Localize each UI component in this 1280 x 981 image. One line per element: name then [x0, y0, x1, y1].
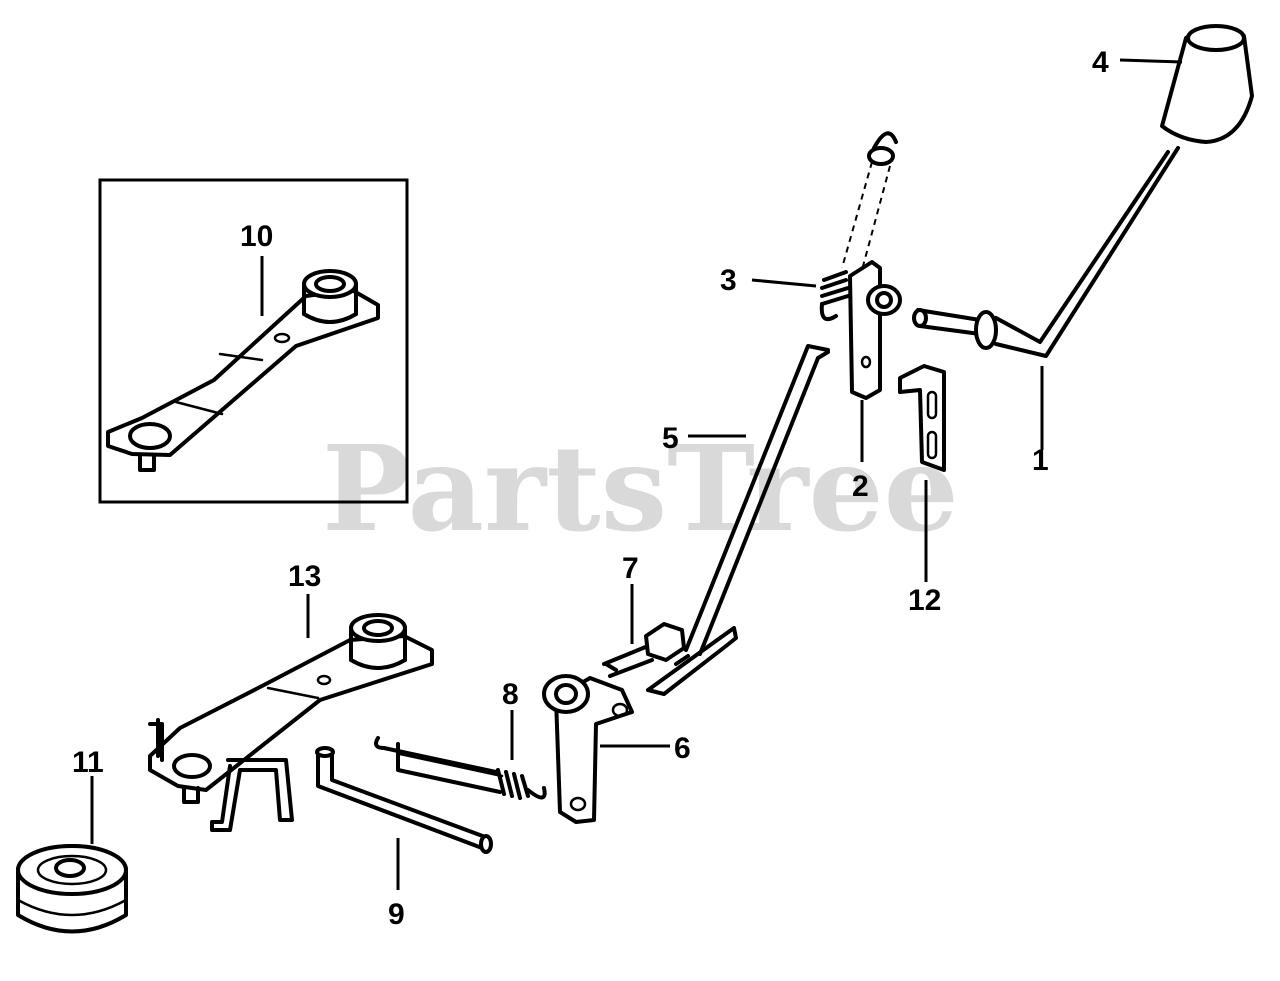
part-13-arm: [148, 613, 434, 832]
part-7-bolt: [602, 622, 738, 696]
callout-8: 8: [502, 678, 519, 711]
part-5-rod: [684, 344, 830, 656]
callout-6: 6: [674, 732, 691, 765]
part-8-spring: [374, 736, 547, 800]
part-2-bracket: [848, 260, 902, 400]
part-6-crank: [542, 674, 634, 824]
part-3-spring: [819, 131, 898, 321]
callout-9: 9: [388, 898, 405, 931]
part-9-rod: [315, 746, 493, 854]
callout-3: 3: [720, 264, 737, 297]
callout-13: 13: [288, 560, 321, 593]
part-10-arm: [106, 269, 380, 472]
part-12-clip: [898, 364, 946, 472]
part-4-knob: [1160, 24, 1254, 144]
part-11-pulley: [16, 844, 128, 934]
watermark: PartsTree: [322, 419, 959, 558]
callout-4: 4: [1092, 46, 1109, 79]
leader-lines: [90, 58, 1183, 890]
callout-1: 1: [1032, 444, 1049, 477]
callout-12: 12: [908, 584, 941, 617]
callout-7: 7: [622, 552, 639, 585]
inset-box: [98, 178, 409, 504]
part-1-lever: [912, 146, 1180, 358]
callout-5: 5: [662, 422, 679, 455]
callout-10: 10: [240, 220, 273, 253]
callout-11: 11: [72, 746, 104, 779]
callout-2: 2: [852, 470, 869, 503]
